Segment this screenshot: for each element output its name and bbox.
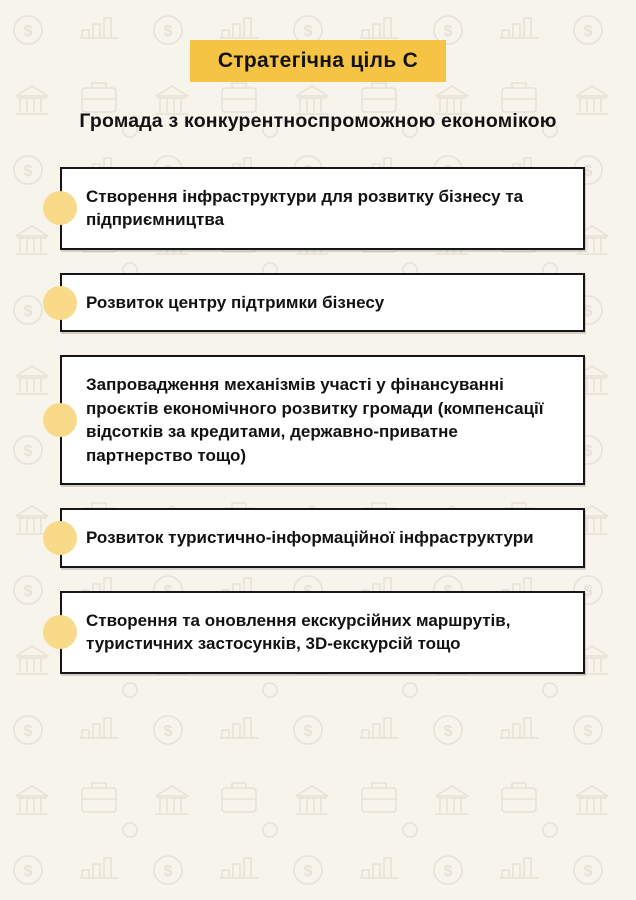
goal-card: Розвиток центру підтримки бізнесу [43, 272, 585, 333]
page-title: Громада з конкурентноспроможною економік… [79, 110, 557, 132]
goal-card-text: Запровадження механізмів участі у фінанс… [86, 375, 544, 465]
bullet-marker [43, 191, 77, 226]
goal-card-list: Створення інфраструктури для розвитку бі… [43, 167, 585, 674]
goal-card-text: Створення та оновлення екскурсійних марш… [86, 610, 511, 654]
page-content: Стратегічна ціль C Громада з конкурентно… [43, 40, 585, 674]
bullet-marker [43, 403, 77, 438]
bullet-marker [43, 520, 77, 555]
goal-card: Створення та оновлення екскурсійних марш… [43, 590, 585, 674]
bullet-marker [43, 615, 77, 650]
goal-card-text: Розвиток туристично-інформаційної інфрас… [86, 528, 534, 548]
bullet-marker [43, 285, 77, 320]
strategic-goal-badge: Стратегічна ціль C [189, 40, 447, 82]
goal-card: Створення інфраструктури для розвитку бі… [43, 167, 585, 250]
goal-card: Запровадження механізмів участі у фінанс… [43, 355, 585, 486]
goal-card: Розвиток туристично-інформаційної інфрас… [43, 508, 585, 568]
goal-card-text: Створення інфраструктури для розвитку бі… [86, 187, 524, 230]
goal-card-text: Розвиток центру підтримки бізнесу [86, 292, 385, 312]
